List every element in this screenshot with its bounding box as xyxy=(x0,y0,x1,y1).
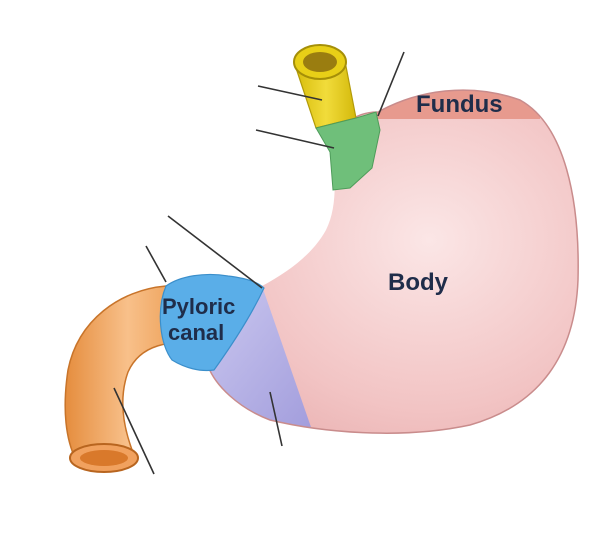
leader-line-pylorus xyxy=(167,215,263,289)
leader-line-cardia xyxy=(255,129,335,149)
body-label: Body xyxy=(388,269,449,296)
esophagus xyxy=(293,44,357,129)
pyloric-canal-region xyxy=(159,273,265,372)
fundus-region xyxy=(370,90,540,119)
leader-line-pyloric-antrum xyxy=(269,391,283,447)
leader-line-fundus xyxy=(377,51,405,117)
cardia-region xyxy=(315,111,381,191)
leader-lines xyxy=(113,51,405,475)
leader-line-esophagus xyxy=(257,85,323,101)
fundus-label: Fundus xyxy=(416,91,503,118)
pyloric-canal-label-line1: Pyloric xyxy=(162,294,235,319)
leader-line-pyloric-sphincter xyxy=(145,245,167,283)
pyloric-canal-label-line2: canal xyxy=(168,320,224,345)
leader-line-duodenum xyxy=(113,387,155,475)
